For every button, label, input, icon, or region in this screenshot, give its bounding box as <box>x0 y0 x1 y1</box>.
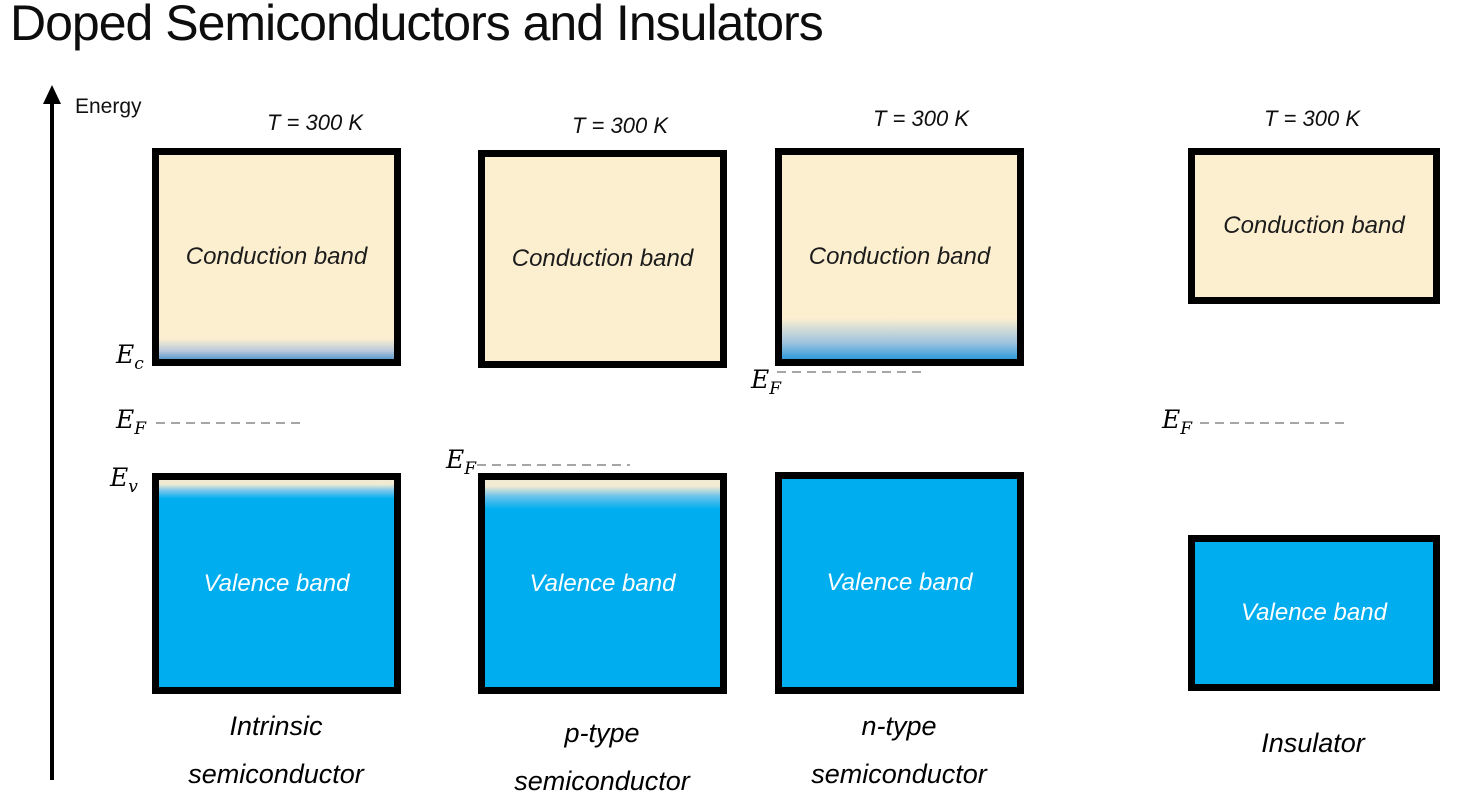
ef-label-n-type: EF <box>751 365 782 399</box>
conduction-band-insulator: Conduction band <box>1188 148 1440 304</box>
valence-band-insulator: Valence band <box>1188 535 1440 691</box>
valence-band-intrinsic: Valence band <box>152 473 401 694</box>
valence-band-label-n-type: Valence band <box>826 569 973 596</box>
conduction-band-label-insulator: Conduction band <box>1223 212 1405 239</box>
conduction-band-label-p-type: Conduction band <box>511 245 694 272</box>
fermi-level-dash-insulator <box>1200 422 1350 424</box>
caption-n-type: n-type semiconductor <box>811 711 987 789</box>
energy-axis-line <box>50 100 54 780</box>
fermi-level-dash-p-type <box>477 464 630 466</box>
ef-label-p-type: EF <box>446 445 477 479</box>
valence-band-p-type: Valence band <box>478 473 727 694</box>
valence-band-label-intrinsic: Valence band <box>203 569 350 597</box>
ef-label-intrinsic: EF <box>116 405 147 439</box>
caption-intrinsic: Intrinsic semiconductor <box>188 711 364 789</box>
conduction-band-label-intrinsic: Conduction band <box>185 243 368 270</box>
conduction-band-n-type: Conduction band <box>775 148 1024 366</box>
conduction-band-p-type: Conduction band <box>478 150 727 368</box>
energy-axis-label: Energy <box>75 95 142 118</box>
temperature-label-p-type: T = 300 K <box>571 113 668 138</box>
temperature-label-intrinsic: T = 300 K <box>266 110 363 135</box>
energy-axis-arrowhead-icon <box>43 85 61 104</box>
conduction-band-intrinsic: Conduction band <box>152 148 401 366</box>
valence-band-label-insulator: Valence band <box>1241 599 1387 626</box>
ev-label-intrinsic: Ev <box>110 463 138 497</box>
caption-p-type: p-type semiconductor <box>514 718 690 796</box>
page-title: Doped Semiconductors and Insulators <box>10 0 824 51</box>
fermi-level-dash-intrinsic <box>156 422 304 424</box>
ef-label-insulator: EF <box>1162 405 1193 439</box>
fermi-level-dash-n-type <box>777 371 927 373</box>
caption-insulator: Insulator <box>1261 728 1365 758</box>
valence-band-n-type: Valence band <box>775 472 1024 694</box>
temperature-label-n-type: T = 300 K <box>872 106 969 131</box>
valence-band-label-p-type: Valence band <box>529 569 676 597</box>
ec-label-intrinsic: Ec <box>116 340 144 374</box>
conduction-band-label-n-type: Conduction band <box>808 243 991 270</box>
temperature-label-insulator: T = 300 K <box>1263 106 1360 131</box>
